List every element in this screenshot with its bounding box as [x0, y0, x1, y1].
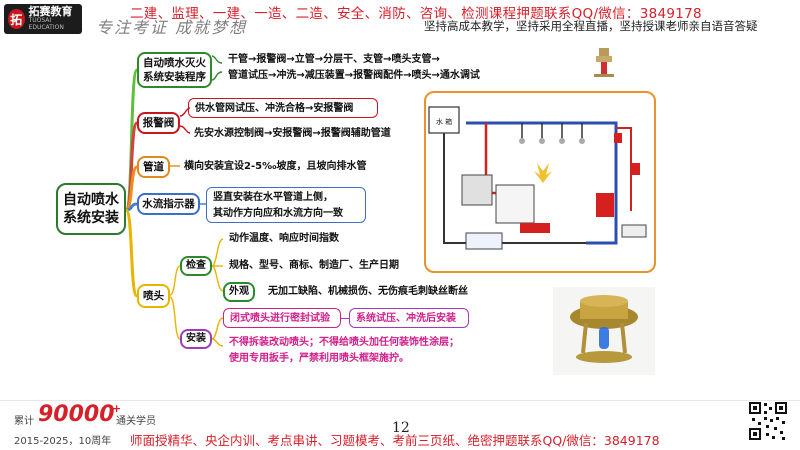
branch-install-label: 自动喷水灭火 系统安装程序 — [143, 56, 206, 83]
check-appearance: 外观 — [223, 282, 255, 302]
install-step-line2: 管道试压→冲洗→减压装置→报警阀配件→喷头→通水调试 — [228, 69, 480, 81]
alarm-valve-step1: 供水管网试压、冲洗合格→安报警阀 — [188, 98, 378, 118]
fire-alarm-controller — [495, 184, 535, 224]
flow-indicator-rules: 竖直安装在水平管道上侧， 其动作方向应和水流方向一致 — [206, 187, 366, 223]
stat-number: 90000 — [38, 402, 115, 427]
footer-divider — [0, 400, 800, 401]
install-seal-test: 闭式喷头进行密封试验 — [223, 308, 341, 328]
install-rules: 不得拆装改动喷头；不得给喷头加任何装饰性涂层； 使用专用扳手，严禁利用喷头框架施… — [229, 337, 459, 364]
branch-pipe-label: 管道 — [143, 160, 164, 173]
pipe-slope-text: 横向安装宜设2-5‰坡度，且坡向排水管 — [184, 161, 367, 172]
root-label: 自动喷水 系统安装 — [63, 191, 119, 226]
brand-logo: 拓 拓赛教育 TUOSAI EDUCATION — [4, 4, 82, 34]
sprinkler-install-label: 安装 — [186, 333, 206, 345]
branch-install-program: 自动喷水灭火 系统安装程序 — [137, 52, 212, 88]
branch-sprinkler: 喷头 — [137, 284, 170, 308]
fire-pump — [465, 232, 503, 250]
mindmap-root: 自动喷水 系统安装 — [56, 183, 126, 235]
teaching-promo-text: 坚持高成本教学，坚持采用全程直播，坚持授课老师亲自语音答疑 — [424, 19, 758, 33]
logo-text: 拓赛教育 — [28, 5, 73, 19]
branch-alarm-valve: 报警阀 — [137, 112, 180, 134]
sprinkler-check: 检查 — [180, 256, 212, 276]
handwritten-slogan: 专注考证 成就梦想 — [96, 18, 248, 37]
branch-flow-label: 水流指示器 — [142, 197, 195, 210]
branch-alarm-label: 报警阀 — [142, 116, 175, 129]
stat-plus: + — [112, 402, 122, 415]
check-item-temperature: 动作温度、响应时间指数 — [229, 233, 339, 244]
install-step-line1: 干管→报警阀→立管→分层干、支管→喷头支管→ — [228, 54, 440, 65]
qr-code-icon[interactable] — [748, 401, 788, 441]
appearance-text: 无加工缺陷、机械损伤、无伤痕毛刺缺丝断丝 — [268, 286, 468, 297]
alarm-valve — [596, 193, 614, 217]
sprinkler-system-diagram: 水 箱 — [428, 106, 647, 250]
branch-sprinkler-label: 喷头 — [143, 289, 164, 302]
fire-icon — [534, 163, 552, 183]
install-program-steps: 干管→报警阀→立管→分层干、支管→喷头支管→ 管道试压→冲洗→减压装置→报警阀配… — [222, 50, 522, 88]
install-after-test: 系统试压、冲洗后安装 — [349, 308, 469, 328]
top-promo-text: 二建、监理、一建、一造、二造、安全、消防、咨询、检测课程押题联系QQ/微信：38… — [130, 6, 702, 22]
sprinkler-check-label: 检查 — [186, 260, 206, 272]
sprinkler-head-icon — [594, 48, 614, 77]
logo-subtext: TUOSAI EDUCATION — [28, 17, 64, 32]
logo-mark-icon: 拓 — [8, 9, 25, 29]
stat-label: 通关学员 — [116, 416, 156, 427]
water-tank-label: 水 箱 — [436, 117, 452, 126]
sprinkler-head-photo — [553, 287, 655, 375]
branch-pipe: 管道 — [137, 156, 170, 178]
alarm-valve-group — [520, 223, 550, 233]
seal-to-install-connector — [341, 318, 349, 319]
control-cabinet — [461, 174, 493, 206]
stat-prefix: 累计 — [14, 416, 34, 427]
footer-promo-text: 师面授精华、央企内训、考点串讲、习题模考、考前三页纸、绝密押题联系QQ/微信：3… — [130, 433, 660, 448]
pump-adapter — [621, 224, 647, 238]
check-item-specs: 规格、型号、商标、制造厂、生产日期 — [229, 260, 399, 271]
appearance-label: 外观 — [229, 286, 249, 298]
page-number: 12 — [392, 420, 410, 436]
branch-flow-indicator: 水流指示器 — [137, 193, 200, 215]
sprinkler-install: 安装 — [180, 329, 212, 349]
anniversary-text: 2015-2025，10周年 — [14, 436, 112, 447]
alarm-valve-step2: 先安水源控制阀→安报警阀→报警阀辅助管道 — [194, 128, 391, 139]
